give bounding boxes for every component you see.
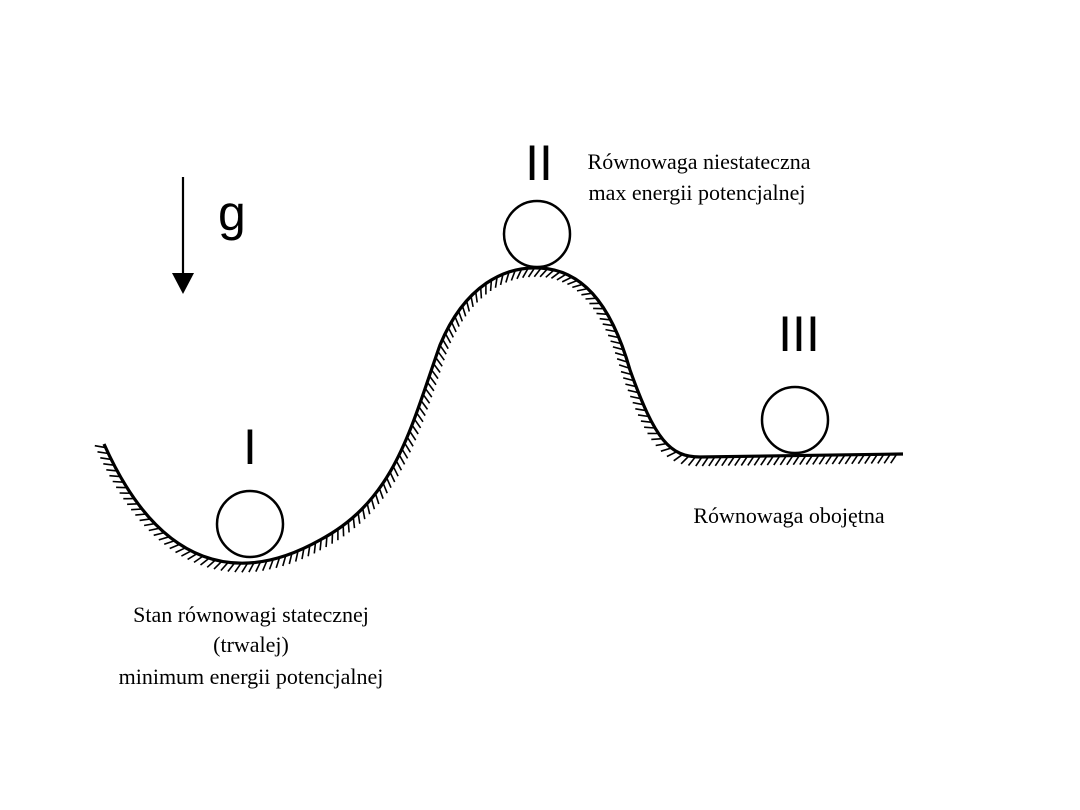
hatch-mark xyxy=(635,408,647,412)
ball-icon xyxy=(502,199,572,269)
ball-icon xyxy=(760,385,830,455)
gravity-label: g xyxy=(218,185,246,241)
hatch-mark xyxy=(640,420,652,424)
hatch-mark xyxy=(370,498,376,510)
caption-line: Stan równowagi statecznej xyxy=(133,602,369,627)
state-numeral: III xyxy=(778,306,820,362)
potential-surface xyxy=(102,266,904,565)
hatch-mark xyxy=(644,426,656,429)
arrow-head xyxy=(172,273,194,294)
hatch-mark xyxy=(347,521,350,533)
state-numeral: II xyxy=(525,135,553,191)
ball-icon xyxy=(215,489,285,559)
caption-line: (trwalej) xyxy=(213,632,289,657)
hatch-mark xyxy=(374,493,380,505)
hatch-mark xyxy=(366,503,371,515)
hatch-mark xyxy=(378,488,384,499)
hatch-mark xyxy=(357,512,361,524)
gravity-indicator: g xyxy=(172,177,246,294)
caption-line: Równowaga niestateczna xyxy=(588,149,811,174)
state-numeral: I xyxy=(243,419,257,475)
caption-line: max energii potencjalnej xyxy=(588,180,805,205)
hatch-mark xyxy=(361,508,366,520)
caption-line: minimum energii potencjalnej xyxy=(119,664,384,689)
hatch-mark xyxy=(637,414,650,418)
hatch-mark xyxy=(352,517,356,529)
hatch-mark xyxy=(630,395,642,400)
caption-line: Równowaga obojętna xyxy=(693,503,884,528)
